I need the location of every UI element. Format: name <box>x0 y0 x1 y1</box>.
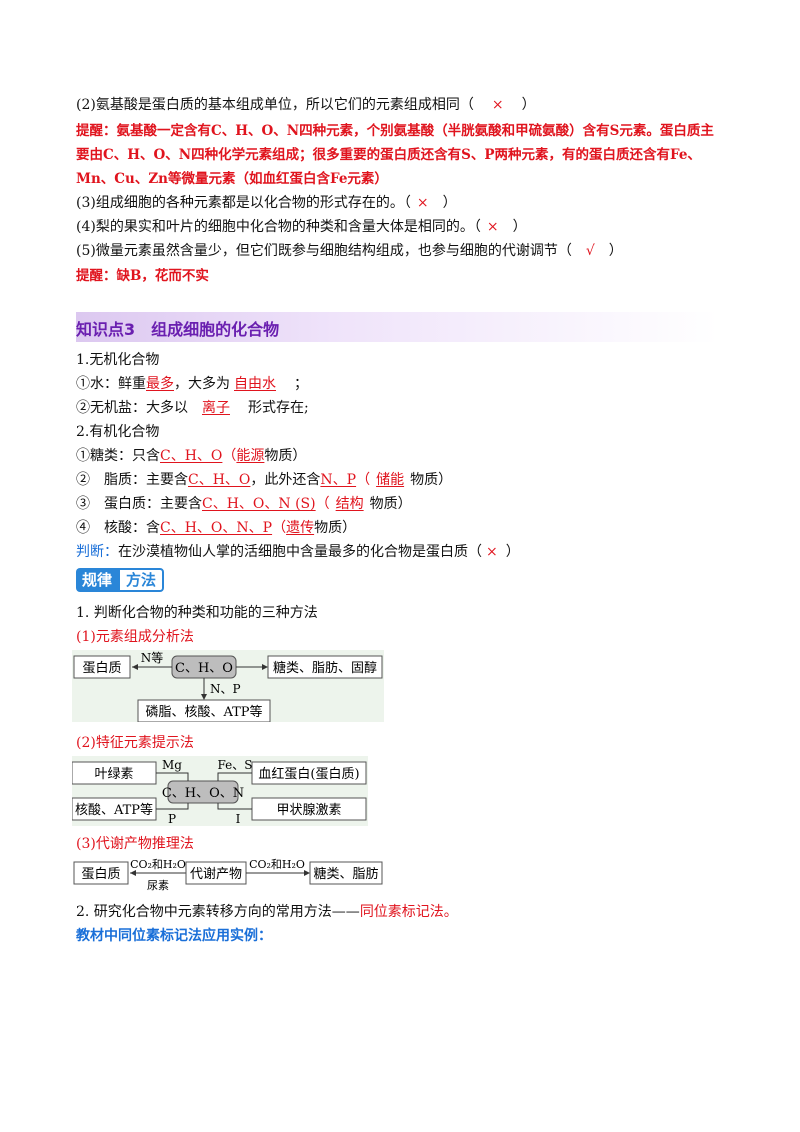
arrow-label: N等 <box>141 651 164 665</box>
question-4: (4)梨的果实和叶片的细胞中化合物的种类和含量大体是相同的。（×） <box>76 219 527 235</box>
fat-line: ② 脂质：主要含C、H、O，此外还含N、P（储能物质） <box>76 472 453 488</box>
protein-line: ③ 蛋白质：主要含C、H、O、N (S)（结构物质） <box>76 496 412 512</box>
thyroxine-label: 甲状腺激素 <box>276 803 341 818</box>
arrow-label-bottom: 尿素 <box>147 879 169 892</box>
metabolite-label: 代谢产物 <box>190 866 242 882</box>
arrow-head <box>201 694 207 700</box>
blank-answer: 储能 <box>376 472 405 488</box>
hint-2: 提醒：缺B，花而不实 <box>76 268 209 284</box>
sugar-line: ①糖类：只含C、H、O（能源物质） <box>76 448 307 464</box>
wrong-mark: × <box>486 219 499 235</box>
blank-answer: N、P <box>320 472 357 488</box>
wrong-mark: × <box>486 544 498 560</box>
hemoglobin-label: 血红蛋白(蛋白质) <box>258 766 359 782</box>
blank-answer: 结构 <box>335 496 364 512</box>
element-label: Mg <box>162 758 182 772</box>
wrong-mark: × <box>416 195 429 211</box>
phospholipid-node-label: 磷脂、核酸、ATP等 <box>145 704 262 720</box>
arrow-label: N、P <box>210 682 241 696</box>
hint-line-2: 要由C、H、O、N四种化学元素组成；很多重要的蛋白质还含有S、P两种元素，有的蛋… <box>76 147 701 163</box>
blank-answer: 自由水 <box>234 376 276 392</box>
blank-answer: C、H、O、N、P <box>160 520 273 536</box>
question-2: (2)氨基酸是蛋白质的基本组成单位，所以它们的元素组成相同（×） <box>76 97 536 113</box>
hint-line-3: Mn、Cu、Zn等微量元素（如血红蛋白含Fe元素） <box>76 171 388 187</box>
blank-answer: C、H、O <box>160 448 223 464</box>
blank-answer: C、H、O、N (S) <box>202 496 316 512</box>
arrow-head <box>130 870 136 876</box>
protein-node-label: 蛋白质 <box>82 660 121 676</box>
section-title: 知识点3 组成细胞的化合物 <box>76 320 280 339</box>
nucleic-line: ④ 核酸：含C、H、O、N、P（遗传物质） <box>76 520 357 536</box>
judge-line: 判断：在沙漠植物仙人掌的活细胞中含量最多的化合物是蛋白质（×） <box>76 544 520 560</box>
tracer-line: 2. 研究化合物中元素转移方向的常用方法——同位素标记法。 <box>76 904 458 920</box>
element-label: Fe、S <box>218 758 253 772</box>
diagram-element-analysis: C、H、O 蛋白质 N等 糖类、脂肪、固醇 N、P 磷脂、核酸、ATP等 <box>72 650 384 722</box>
inorganic-heading: 1.无机化合物 <box>76 352 160 368</box>
protein-node <box>73 655 131 679</box>
phospholipid-node <box>137 699 271 722</box>
sugar-fat-label: 糖类、脂肪 <box>313 866 378 882</box>
arrow-head <box>262 664 268 670</box>
blank-answer: 最多 <box>146 376 174 392</box>
arrow-label-top: CO₂和H₂O <box>130 858 186 871</box>
diagram-characteristic-elements: 叶绿素 核酸、ATP等 血红蛋白(蛋白质) 甲状腺激素 C、H、O、N Mg P… <box>72 756 368 826</box>
element-label: P <box>168 812 176 826</box>
center-node-label: C、H、O、N <box>162 786 244 801</box>
example-heading: 教材中同位素标记法应用实例： <box>76 928 272 944</box>
nucleic-label: 核酸、ATP等 <box>75 802 153 818</box>
water-line: ①水：鲜重最多，大多为自由水； <box>76 376 308 392</box>
tracer-method: 同位素标记法。 <box>359 904 458 920</box>
method-1-title: (1)元素组成分析法 <box>76 629 194 645</box>
protein-node <box>73 861 129 885</box>
sugar-fat-node <box>309 861 383 885</box>
blank-answer: 遗传 <box>286 520 315 536</box>
blank-answer: C、H、O <box>188 472 251 488</box>
arrow-label-top: CO₂和H₂O <box>249 858 305 871</box>
judge-label: 判断： <box>76 544 118 560</box>
element-label: I <box>236 812 241 826</box>
blank-answer: 离子 <box>202 400 230 416</box>
chlorophyll-label: 叶绿素 <box>94 767 133 782</box>
question-3: (3)组成细胞的各种元素都是以化合物的形式存在的。（×） <box>76 195 457 211</box>
salt-line: ②无机盐：大多以离子形式存在; <box>76 400 309 416</box>
center-node-label: C、H、O <box>175 661 233 676</box>
protein-node-label: 蛋白质 <box>81 866 120 882</box>
blank-answer: 能源 <box>236 448 265 464</box>
hint-line-1: 提醒：氨基酸一定含有C、H、O、N四种元素，个别氨基酸（半胱氨酸和甲硫氨酸）含有… <box>76 123 714 139</box>
organic-heading: 2.有机化合物 <box>76 424 160 440</box>
diagram-metabolic-products: 蛋白质 CO₂和H₂O 尿素 代谢产物 CO₂和H₂O 糖类、脂肪 <box>72 856 384 894</box>
center-node <box>167 780 239 804</box>
question-5: (5)微量元素虽然含量少，但它们既参与细胞结构组成，也参与细胞的代谢调节（√） <box>76 243 623 259</box>
method-badge: 规律方法 <box>76 568 165 592</box>
method-3-title: (3)代谢产物推理法 <box>76 836 194 852</box>
method-2-title: (2)特征元素提示法 <box>76 735 194 751</box>
arrow-head <box>304 870 310 876</box>
arrow-head <box>132 664 138 670</box>
sugar-node-label: 糖类、脂肪、固醇 <box>273 660 377 676</box>
check-mark: √ <box>585 243 595 259</box>
wrong-mark: × <box>491 97 504 113</box>
methods-heading: 1. 判断化合物的种类和功能的三种方法 <box>76 605 318 621</box>
section-header: 知识点3 组成细胞的化合物 <box>76 312 718 342</box>
